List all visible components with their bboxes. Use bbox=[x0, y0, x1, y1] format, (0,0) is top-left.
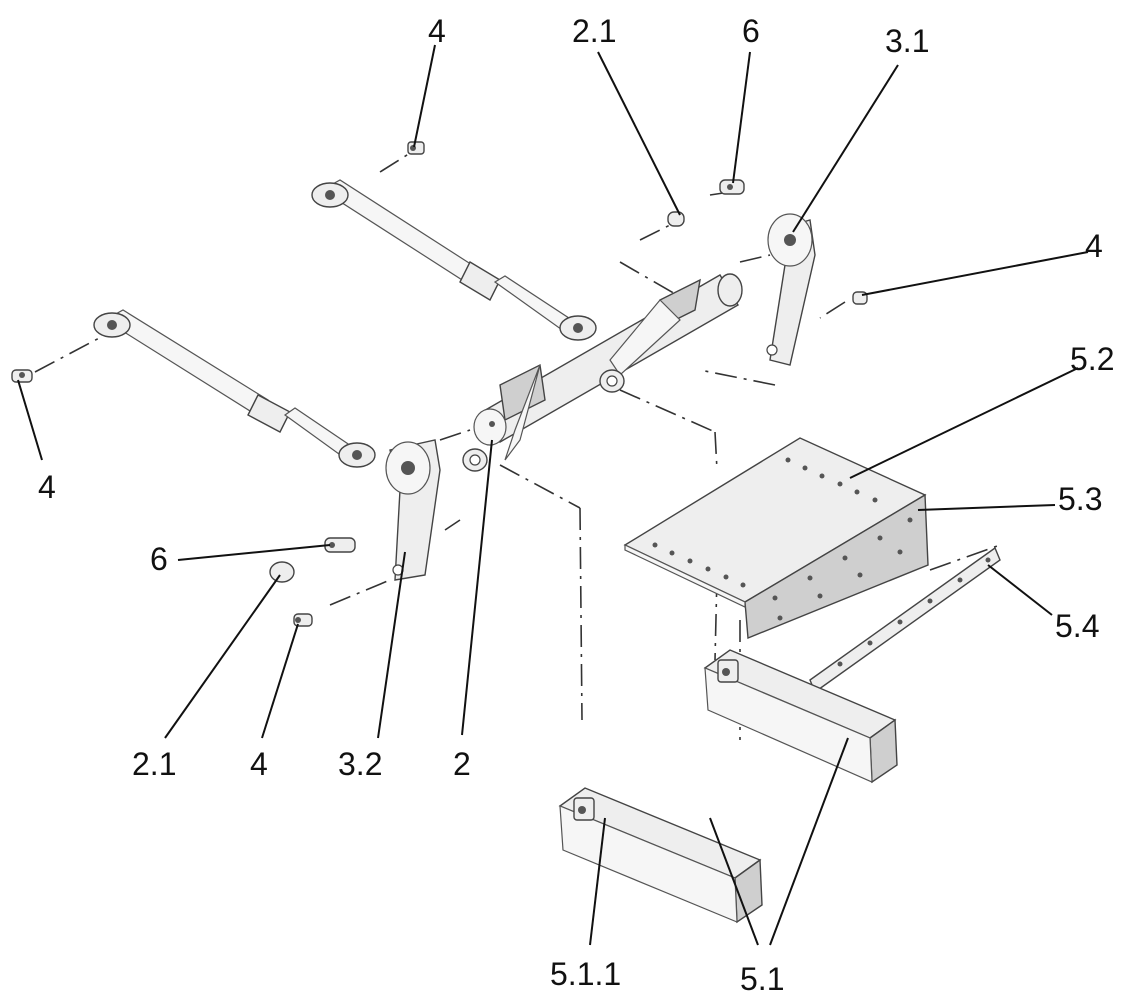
upper-cylinder bbox=[311, 179, 597, 341]
label-pin-left: 4 bbox=[38, 469, 56, 505]
rail-upper bbox=[703, 649, 898, 784]
mounting-plate bbox=[623, 437, 929, 640]
part-labels: 4 2.1 6 3.1 4 5.2 5.3 5.4 4 6 2.1 4 3.2 … bbox=[38, 13, 1114, 997]
label-bolt-left: 6 bbox=[150, 541, 168, 577]
lever-left bbox=[385, 439, 441, 581]
label-pin-top: 4 bbox=[428, 13, 446, 49]
label-rail-bracket: 5.1.1 bbox=[550, 956, 621, 992]
small-hardware bbox=[11, 141, 868, 627]
label-bushing-top: 2.1 bbox=[572, 13, 616, 49]
leader-lines bbox=[17, 44, 1089, 946]
shaft bbox=[462, 273, 743, 472]
lever-right bbox=[766, 213, 816, 366]
label-shaft: 2 bbox=[453, 746, 471, 782]
label-lever-right: 3.1 bbox=[885, 23, 929, 59]
label-plate-top: 5.2 bbox=[1070, 341, 1114, 377]
label-rails: 5.1 bbox=[740, 961, 784, 997]
label-strip: 5.4 bbox=[1055, 608, 1099, 644]
lower-cylinder bbox=[93, 309, 376, 468]
label-lever-left: 3.2 bbox=[338, 746, 382, 782]
label-bushing-bottom: 2.1 bbox=[132, 746, 176, 782]
label-pin-right: 4 bbox=[1085, 228, 1103, 264]
rail-lower bbox=[558, 787, 763, 924]
label-plate-side: 5.3 bbox=[1058, 481, 1102, 517]
label-pin-bottom: 4 bbox=[250, 746, 268, 782]
label-bolt-top: 6 bbox=[742, 13, 760, 49]
